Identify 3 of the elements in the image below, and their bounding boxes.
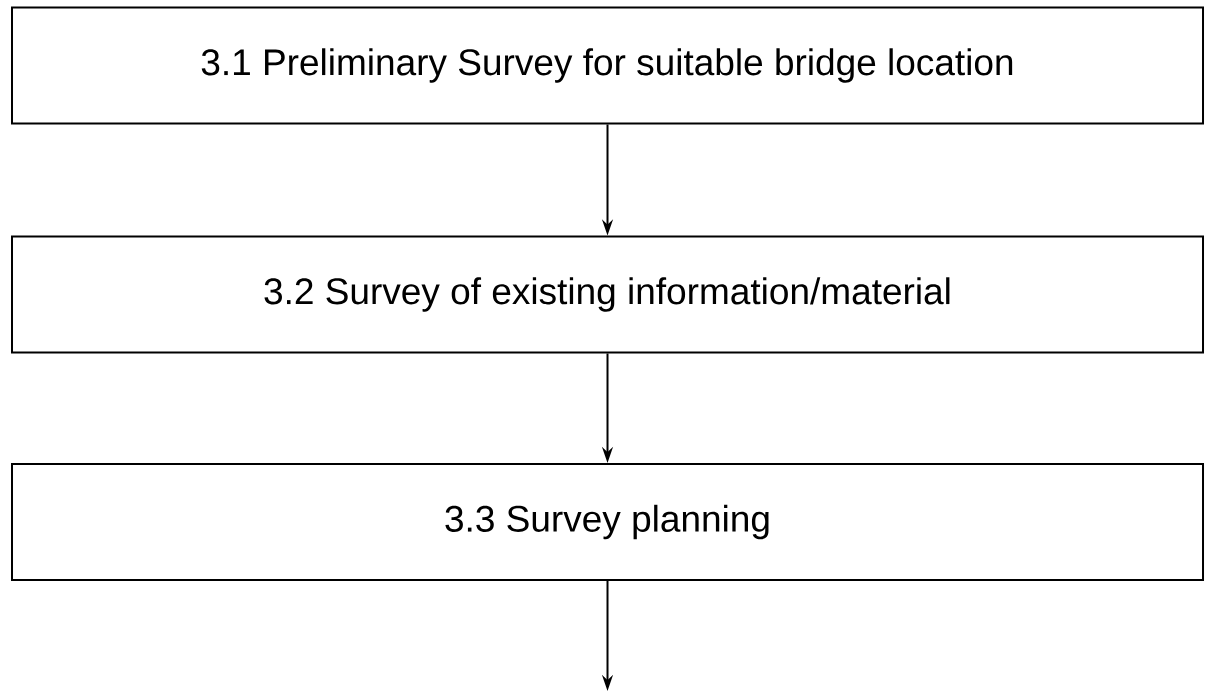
process-box: 3.3 Survey planning bbox=[11, 463, 1204, 581]
process-box: 3.1 Preliminary Survey for suitable bridge location bbox=[11, 6, 1204, 125]
process-box: 3.2 Survey of existing information/material bbox=[11, 235, 1204, 354]
